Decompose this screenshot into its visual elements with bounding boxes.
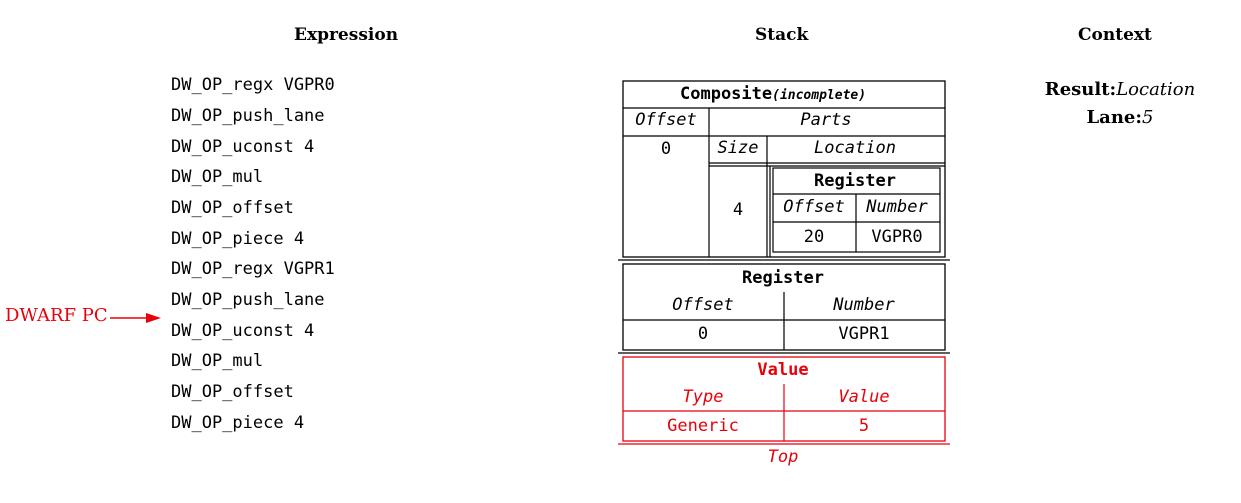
pc-arrow-icon [110, 313, 161, 323]
register-number-value: VGPR1 [838, 324, 889, 344]
composite-title: Composite(incomplete) [680, 84, 866, 104]
composite-offset-value: 0 [661, 139, 671, 159]
register-offset-header: Offset [672, 295, 733, 315]
composite-size-header: Size [718, 138, 759, 158]
expression-op-11: DW_OP_offset [171, 382, 294, 402]
context-header: Context [1078, 25, 1152, 45]
register-offset-value: 0 [698, 324, 708, 344]
register-number-header: Number [832, 295, 895, 315]
value-type-value: Generic [667, 416, 739, 436]
composite-location-header: Location [814, 138, 896, 158]
composite-inner-register: Register Offset Number 20 VGPR0 [772, 167, 941, 253]
value-value-value: 5 [859, 416, 869, 436]
stack-top-label: Top [768, 447, 799, 467]
stack-header: Stack [755, 25, 809, 45]
context-lane-value: 5 [1142, 107, 1154, 128]
inner-register-number-header: Number [865, 197, 928, 217]
stack-entry-register: Register Offset Number 0 VGPR1 [622, 263, 946, 351]
composite-size-value: 4 [733, 200, 743, 220]
expression-op-9: DW_OP_uconst 4 [171, 321, 315, 341]
inner-register-number-value: VGPR0 [871, 227, 922, 247]
composite-parts-header: Parts [800, 110, 851, 130]
register-title: Register [742, 268, 824, 288]
stack-entry-value: Value Type Value Generic 5 [622, 356, 946, 442]
expression-op-5: DW_OP_offset [171, 198, 294, 218]
expression-op-6: DW_OP_piece 4 [171, 229, 305, 249]
expression-op-3: DW_OP_uconst 4 [171, 137, 315, 157]
dwarf-pc-label: DWARF PC [5, 305, 108, 326]
context-lane-label: Lane: [1086, 107, 1143, 128]
expression-op-8: DW_OP_push_lane [171, 290, 325, 310]
stack-entry-composite: Composite(incomplete) Offset Parts 0 Siz… [622, 80, 946, 258]
expression-op-12: DW_OP_piece 4 [171, 413, 305, 433]
expression-header: Expression [294, 25, 399, 45]
expression-op-1: DW_OP_regx VGPR0 [171, 75, 335, 95]
expression-op-10: DW_OP_mul [171, 351, 264, 371]
context-result: Result:Location [1000, 79, 1240, 100]
expression-op-7: DW_OP_regx VGPR1 [171, 259, 335, 279]
expression-op-2: DW_OP_push_lane [171, 106, 325, 126]
value-title: Value [757, 360, 808, 380]
inner-register-title: Register [814, 171, 896, 191]
context-result-label: Result: [1044, 79, 1117, 100]
context-result-value: Location [1116, 79, 1196, 100]
value-value-header: Value [838, 387, 889, 407]
inner-register-offset-header: Offset [783, 197, 844, 217]
composite-offset-header: Offset [635, 110, 696, 130]
expression-op-4: DW_OP_mul [171, 167, 264, 187]
value-type-header: Type [683, 387, 724, 407]
inner-register-offset-value: 20 [804, 227, 824, 247]
context-lane: Lane:5 [1000, 107, 1240, 128]
